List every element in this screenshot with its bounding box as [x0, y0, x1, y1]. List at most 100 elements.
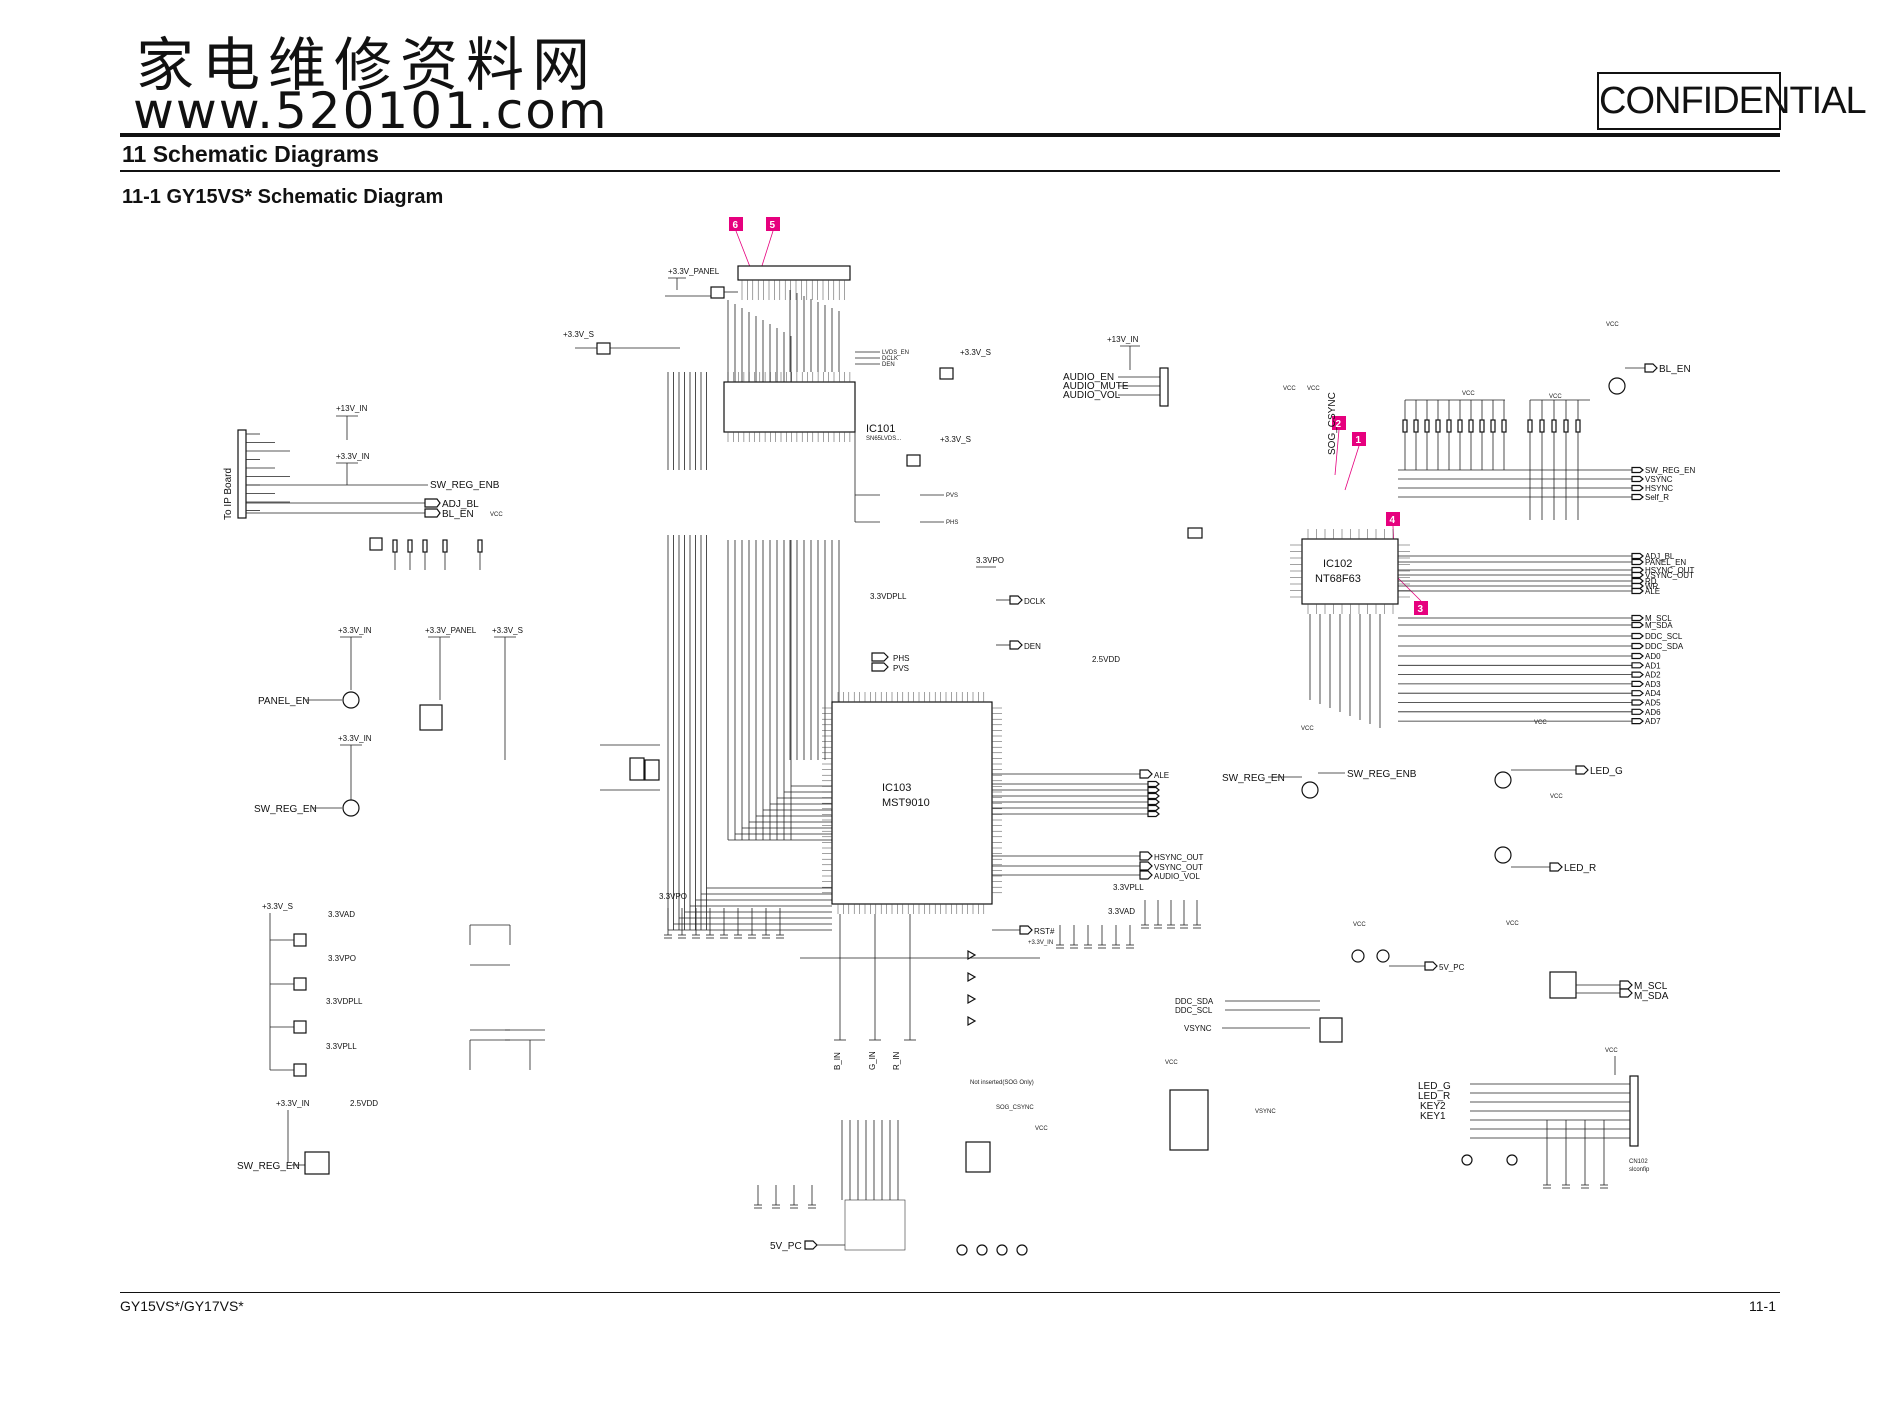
- port-flag: [1631, 475, 1644, 483]
- svg-text:DCLK: DCLK: [882, 356, 898, 362]
- svg-text:IC102: IC102: [1323, 558, 1352, 570]
- svg-text:VSYNC: VSYNC: [1184, 1024, 1212, 1033]
- signal-label: VSYNC: [1645, 475, 1673, 484]
- port-flag: [1631, 642, 1644, 650]
- port-flag: [1631, 632, 1644, 640]
- resistor: [1539, 419, 1545, 433]
- svg-text:SW_REG_ENB: SW_REG_ENB: [430, 480, 500, 491]
- crystal: [1187, 527, 1203, 539]
- svg-text:4: 4: [1390, 515, 1396, 526]
- signal-label: VSYNC_OUT: [1645, 571, 1694, 580]
- svg-text:VCC: VCC: [1035, 1126, 1048, 1132]
- port-flag: [1631, 699, 1644, 706]
- resistor: [1563, 419, 1569, 433]
- marker-3: 3: [1414, 601, 1428, 615]
- svg-text:PANEL_EN: PANEL_EN: [258, 696, 310, 707]
- resistor: [422, 539, 428, 553]
- port-flag: [1147, 804, 1160, 812]
- svg-text:KEY2: KEY2: [1420, 1101, 1446, 1112]
- section-title: 11 Schematic Diagrams: [122, 141, 379, 167]
- svg-text:5: 5: [770, 220, 776, 231]
- resistor: [1527, 419, 1533, 433]
- svg-text:VCC: VCC: [1605, 1048, 1618, 1054]
- svg-text:VCC: VCC: [1606, 322, 1619, 328]
- svg-text:VCC: VCC: [1549, 394, 1562, 400]
- resistor: [392, 539, 398, 553]
- svg-text:AUDIO_MUTE: AUDIO_MUTE: [1063, 381, 1129, 392]
- svg-text:LED_R: LED_R: [1564, 863, 1596, 874]
- resistor: [1490, 419, 1496, 433]
- svg-text:1: 1: [1356, 435, 1362, 446]
- resistor: [1479, 419, 1485, 433]
- svg-text:AUDIO_VOL: AUDIO_VOL: [1154, 872, 1200, 881]
- svg-text:VCC: VCC: [490, 512, 503, 518]
- svg-text:CN102: CN102: [1629, 1159, 1648, 1165]
- port-flag: [1631, 577, 1644, 585]
- svg-text:3.3VAD: 3.3VAD: [1108, 907, 1135, 916]
- watermark-chinese: 家电维修资料网: [136, 31, 599, 99]
- subsection-title: 11-1 GY15VS* Schematic Diagram: [122, 186, 444, 208]
- svg-text:DDC_SDA: DDC_SDA: [1175, 997, 1214, 1006]
- footer-model: GY15VS*/GY17VS*: [120, 1298, 244, 1314]
- svg-text:VCC: VCC: [1534, 720, 1547, 726]
- ddc-section: VCC 5V_PC DDC_SDA DDC_SCL VSYNC: [1175, 922, 1465, 1043]
- svg-text:SOG_CSYNC: SOG_CSYNC: [996, 1105, 1034, 1111]
- svg-text:VCC: VCC: [1307, 386, 1320, 392]
- led-circuits: VCC LED_G VCC LED_R: [1494, 720, 1623, 874]
- svg-text:SW_REG_EN: SW_REG_EN: [1222, 773, 1285, 784]
- crystal: [629, 757, 645, 781]
- signal-label: AD5: [1645, 699, 1661, 708]
- cn102-section: VCC LED_G LED_R KEY2 KEY1 CN102 slconfip: [1418, 1048, 1650, 1189]
- svg-text:LED_G: LED_G: [1590, 766, 1623, 777]
- ip-board-connector: To IP Board +13V_IN +3.3V_IN SW_REG_ENB …: [223, 404, 503, 551]
- svg-text:VSYNC_OUT: VSYNC_OUT: [1154, 863, 1203, 872]
- svg-text:PHS: PHS: [946, 520, 958, 526]
- svg-text:AUDIO_EN: AUDIO_EN: [1063, 372, 1114, 383]
- ic101-chip: IC101 SN65LVDS...: [723, 372, 902, 442]
- svg-text:ADJ_BL: ADJ_BL: [442, 499, 479, 510]
- port-flag: [1147, 786, 1160, 794]
- svg-text:VCC: VCC: [1165, 1060, 1178, 1066]
- svg-text:G_IN: G_IN: [868, 1051, 877, 1070]
- marker-1: 1: [1352, 432, 1366, 446]
- svg-text:M_SCL: M_SCL: [1634, 981, 1668, 992]
- test-point: [1461, 1154, 1473, 1166]
- svg-text:2.5VDD: 2.5VDD: [350, 1099, 378, 1108]
- svg-text:IC101: IC101: [866, 423, 895, 435]
- footer-page-number: 11-1: [1749, 1298, 1776, 1314]
- svg-text:DCLK: DCLK: [1024, 597, 1046, 606]
- svg-text:+3.3V_S: +3.3V_S: [940, 435, 971, 444]
- marker-5: 5: [766, 217, 780, 231]
- svg-text:+3.3V_IN: +3.3V_IN: [276, 1099, 310, 1108]
- svg-text:B_IN: B_IN: [833, 1052, 842, 1070]
- svg-text:5V_PC: 5V_PC: [1439, 963, 1465, 972]
- port-flag: [1631, 466, 1644, 474]
- diode: [967, 993, 977, 1005]
- passive-components: [392, 527, 1203, 1070]
- port-flag: [1631, 552, 1644, 560]
- signal-label: AD3: [1645, 680, 1661, 689]
- signal-label: ALE: [1645, 587, 1660, 596]
- ic102-signals: VCC VCC SOG_CSYNC VCC VCC VCC BL_EN: [1283, 322, 1691, 728]
- header-rule: [120, 133, 1780, 137]
- signal-label: AD4: [1645, 689, 1661, 698]
- ferrite-bead: [956, 1244, 968, 1256]
- audio-section: +13V_IN AUDIO_EN AUDIO_MUTE AUDIO_VOL: [1063, 335, 1169, 407]
- svg-text:+3.3V_IN: +3.3V_IN: [338, 734, 372, 743]
- svg-text:BL_EN: BL_EN: [1659, 364, 1691, 375]
- svg-text:KEY1: KEY1: [1420, 1111, 1446, 1122]
- svg-text:MST9010: MST9010: [882, 797, 930, 809]
- signal-label: DDC_SCL: [1645, 632, 1683, 641]
- port-flag: [1147, 798, 1160, 806]
- svg-text:SW_REG_EN: SW_REG_EN: [254, 804, 317, 815]
- svg-text:3.3VAD: 3.3VAD: [328, 910, 355, 919]
- port-flag: [1631, 652, 1644, 660]
- panel-power-section: +3.3V_PANEL: [665, 267, 738, 299]
- svg-text:+3.3V_S: +3.3V_S: [960, 348, 991, 357]
- svg-text:DDC_SCL: DDC_SCL: [1175, 1006, 1213, 1015]
- watermark-url: www.520101.com: [133, 82, 609, 140]
- svg-text:VCC: VCC: [1283, 386, 1296, 392]
- svg-text:PHS: PHS: [893, 654, 909, 663]
- resistor: [1402, 419, 1408, 433]
- svg-text:DEN: DEN: [1024, 642, 1041, 651]
